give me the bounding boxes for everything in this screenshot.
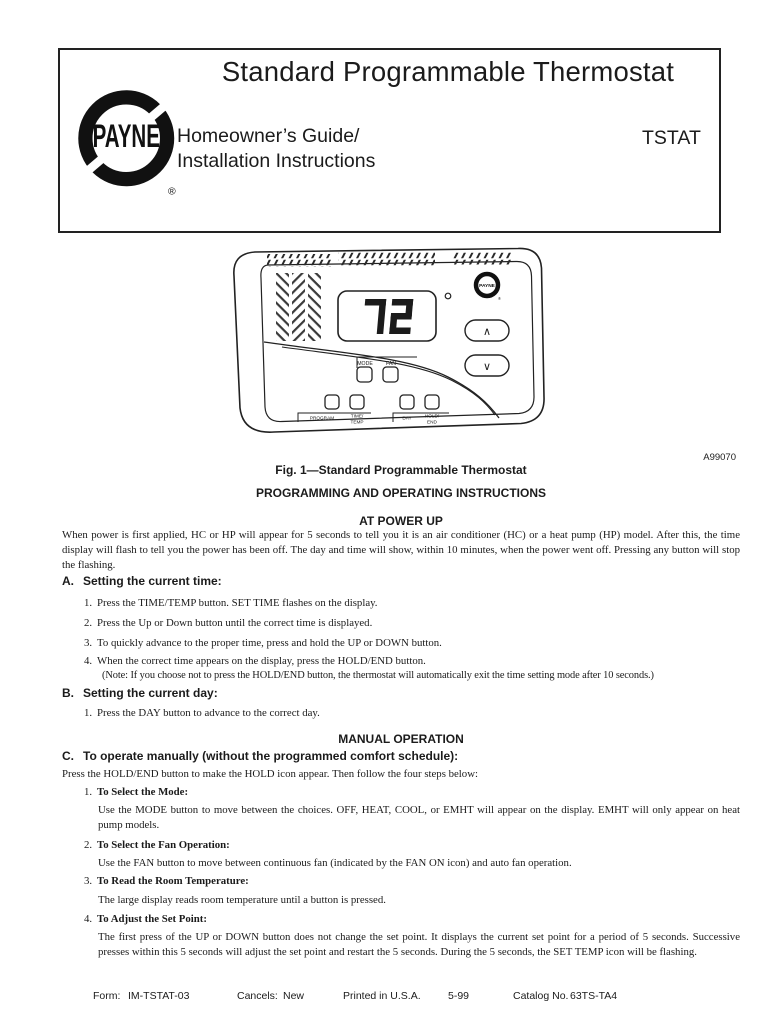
footer-printed: Printed in U.S.A. [343,990,421,1002]
footer-form-value: IM-TSTAT-03 [128,990,190,1002]
section-a-label: A. [62,574,74,588]
hold-end-label-line1: HOLD/ [425,414,440,419]
left-button-bracket [297,412,371,422]
payne-logo-gap-ne [145,98,172,124]
section-a-item-3: 3.To quickly advance to the proper time,… [84,637,442,649]
power-up-heading: AT POWER UP [359,514,443,528]
header-box: PAYNE ® Standard Programmable Thermostat… [58,48,721,233]
section-c-item-1-heading: 1.To Select the Mode: [84,786,189,798]
vent-slots-center [338,252,435,266]
section-c-item-1-body: Use the MODE button to move between the … [98,804,740,831]
day-button-label: DAY [402,416,412,421]
divider-curve [263,341,500,419]
mode-fan-bracket [356,356,417,368]
document-subtitle: Homeowner’s Guide/ Installation Instruct… [177,124,375,174]
figure-ref-number: A99070 [703,452,736,463]
payne-mini-logo: PAYNE ® [473,271,501,301]
mini-registered-mark-icon: ® [498,296,501,301]
up-button [464,319,510,342]
section-a-item-4-note: (Note: If you choose not to press the HO… [102,670,654,681]
payne-logo-ring [78,90,175,187]
payne-mini-logo-text: PAYNE [479,283,496,289]
vent-slots-left [267,254,331,267]
section-a-item-1: 1.Press the TIME/TEMP button. SET TIME f… [84,597,378,609]
document-title: Standard Programmable Thermostat [221,56,675,87]
footer-cancels-value: New [283,990,305,1002]
section-a-heading: A.Setting the current time: [62,574,222,588]
section-a-item-4: 4.When the correct time appears on the d… [84,655,426,667]
hold-end-button [424,394,440,410]
section-c-item-2-heading: 2.To Select the Fan Operation: [84,839,230,851]
side-vents [276,273,321,341]
section-a-item-2: 2.Press the Up or Down button until the … [84,617,373,629]
section-c-item-2-body: Use the FAN button to move between conti… [98,857,572,869]
thermostat-figure: 72 PAYNE ® ∧ ∨ MODE [233,247,545,433]
registered-mark-icon: ® [168,186,176,197]
seven-segment-value: 72 [364,299,414,334]
section-b-label: B. [62,686,74,700]
time-temp-label-line2: TEMP [350,420,363,425]
footer-catalog-value: 63TS-TA4 [570,990,618,1002]
down-button [464,354,510,377]
vent-slots-right [452,251,511,265]
footer-catalog-label: Catalog No. [513,990,569,1002]
mode-button-label: MODE [357,361,373,367]
model-code: TSTAT [642,127,701,149]
footer-form-label: Form: [93,990,121,1002]
payne-logo: PAYNE ® [78,90,176,197]
payne-logo-gap-sw [80,153,108,178]
section-c-item-4-body: The first press of the UP or DOWN button… [98,931,740,958]
time-temp-button [349,394,365,410]
section-b-item-1: 1.Press the DAY button to advance to the… [84,707,320,719]
program-button-label: PROGRAM [310,416,334,421]
down-arrow-icon: ∨ [483,361,491,373]
power-up-paragraph: When power is first applied, HC or HP wi… [62,529,740,571]
up-arrow-icon: ∧ [483,326,491,338]
time-temp-label-line1: TIME/ [351,414,364,419]
footer-date-code: 5-99 [448,990,470,1002]
manual-operation-heading: MANUAL OPERATION [338,732,464,746]
section-c-intro: Press the HOLD/END button to make the HO… [62,768,478,780]
section-c-item-3-body: The large display reads room temperature… [98,894,386,906]
section-c-label: C. [62,749,74,763]
section-b-heading: B.Setting the current day: [62,686,218,700]
footer-cancels-label: Cancels: [237,990,278,1002]
program-button [324,394,340,410]
hold-end-label-line2: END [427,420,438,425]
status-indicator [444,292,452,300]
lcd-display [337,290,437,342]
section-c-item-3-heading: 3.To Read the Room Temperature: [84,875,249,887]
day-button [399,394,415,410]
programming-heading: PROGRAMMING AND OPERATING INSTRUCTIONS [256,486,546,500]
document-subtitle-line1: Homeowner’s Guide/ [177,125,360,147]
fan-button-label: FAN [386,361,396,367]
document-subtitle-line2: Installation Instructions [177,150,376,172]
section-c-heading: C.To operate manually (without the progr… [62,749,459,763]
mode-button [356,366,373,383]
figure-caption: Fig. 1—Standard Programmable Thermostat [275,463,527,477]
fan-button [382,366,399,383]
right-button-bracket [392,412,449,422]
payne-logo-text: PAYNE [93,118,160,154]
section-c-item-4-heading: 4.To Adjust the Set Point: [84,913,207,925]
